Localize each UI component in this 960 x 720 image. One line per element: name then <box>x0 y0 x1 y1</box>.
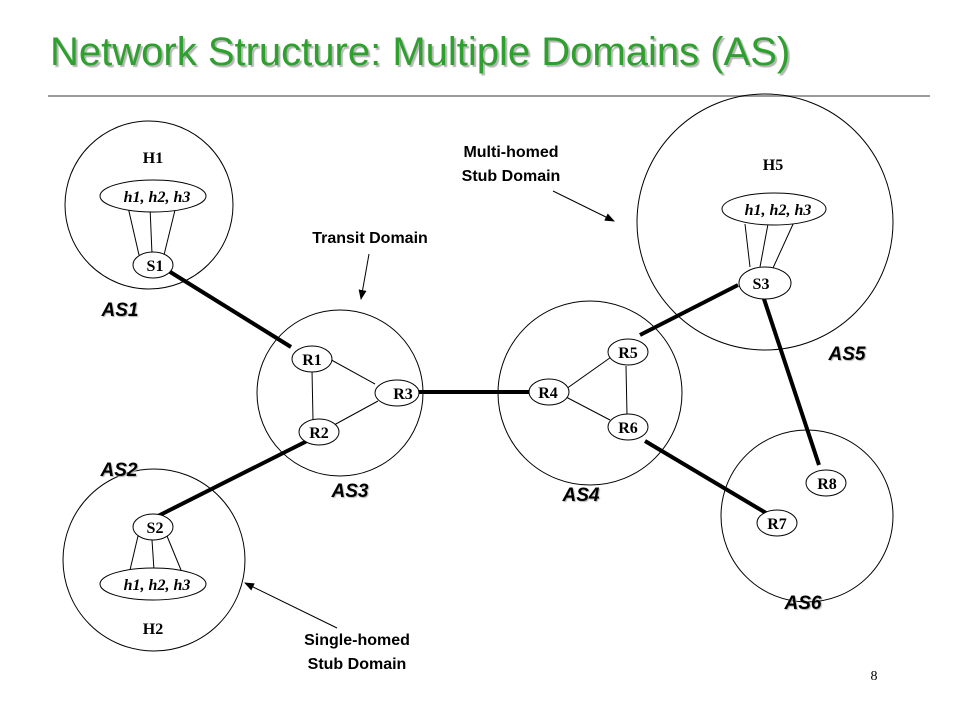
domain-circle-as2 <box>62 468 246 652</box>
node-label-s2: S2 <box>147 520 164 537</box>
domain-label-as2: AS2 <box>100 460 138 481</box>
host-group-ellipse-h2 <box>99 567 207 601</box>
node-label-r7: R7 <box>767 516 787 533</box>
host-label-h2: H2 <box>143 621 163 638</box>
host-group-ellipse-h5 <box>721 192 827 226</box>
node-label-r8: R8 <box>817 476 837 493</box>
domain-label-as5: AS5 <box>828 344 866 365</box>
node-label-r1: R1 <box>302 352 322 369</box>
transit-arrow <box>358 253 370 300</box>
host-label-h1: H1 <box>143 150 163 167</box>
domain-label-as6: AS6 <box>784 593 822 614</box>
node-label-s1: S1 <box>147 258 164 275</box>
node-label-r2: R2 <box>309 425 329 442</box>
callout-single-homed-line2: Stub Domain <box>308 656 407 673</box>
node-label-r6: R6 <box>618 420 638 437</box>
multi-homed-arrow <box>552 190 615 222</box>
node-label-r3: R3 <box>393 386 413 403</box>
page-number: 8 <box>871 669 878 684</box>
domain-circle-as6 <box>720 429 894 603</box>
node-label-s3: S3 <box>753 276 770 293</box>
callout-single-homed-line1: Single-homed <box>304 632 410 649</box>
domain-label-as1: AS1 <box>101 300 139 321</box>
callout-transit-domain: Transit Domain <box>312 230 428 247</box>
internal-links <box>127 205 795 571</box>
host-group-ellipse-h1 <box>99 179 207 213</box>
title-divider <box>48 95 930 97</box>
callout-multi-homed-line2: Stub Domain <box>462 168 561 185</box>
domain-circle-as1 <box>64 120 234 290</box>
inter-domain-links <box>155 268 821 519</box>
node-ellipses <box>132 251 847 541</box>
domain-circle-as5 <box>636 93 894 351</box>
slide-title: Network Structure: Multiple Domains (AS) <box>50 30 791 74</box>
domain-label-as4: AS4 <box>562 485 600 506</box>
node-label-r4: R4 <box>538 385 558 402</box>
host-group-label-h5: h1, h2, h3 <box>745 202 812 219</box>
host-group-label-h2: h1, h2, h3 <box>124 577 191 594</box>
single-homed-arrow <box>244 582 338 629</box>
domain-label-as3: AS3 <box>331 481 369 502</box>
callout-multi-homed-line1: Multi-homed <box>463 144 558 161</box>
host-group-label-h1: h1, h2, h3 <box>124 189 191 206</box>
node-label-r5: R5 <box>618 345 638 362</box>
host-label-h5: H5 <box>763 157 783 174</box>
